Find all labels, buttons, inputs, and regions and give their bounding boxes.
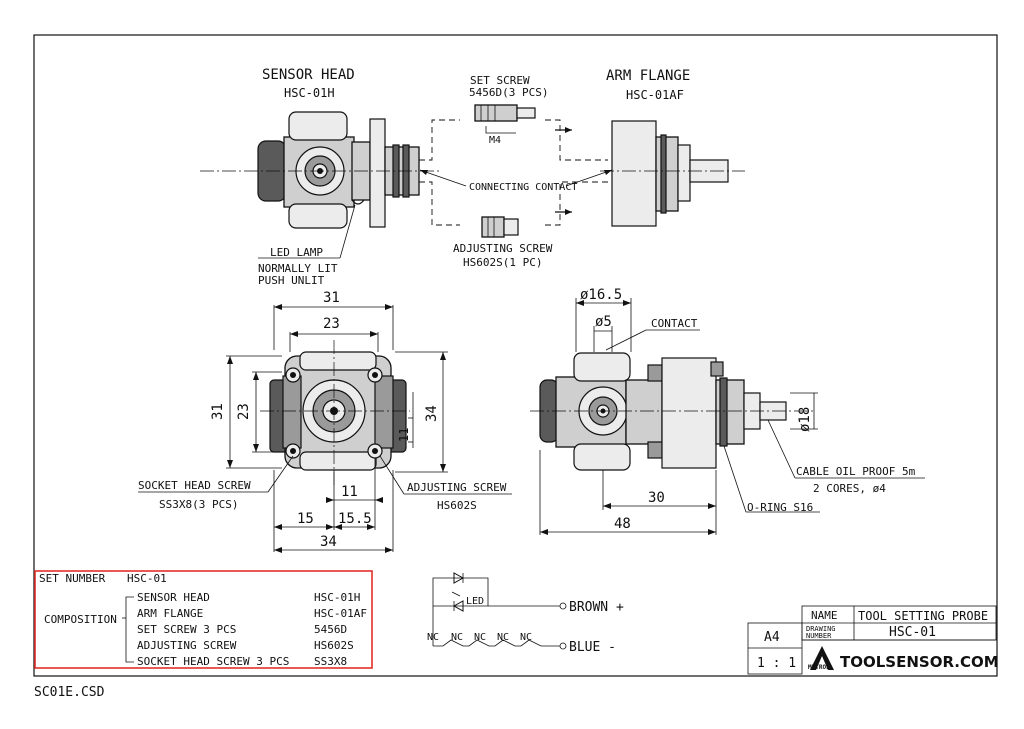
paper-size: A4	[764, 630, 780, 645]
adjusting-screw-spec: HS602S(1 PC)	[463, 256, 542, 269]
dim-30: 30	[648, 490, 665, 506]
dim-height-outer: 31	[210, 403, 226, 420]
side-view: ø16.5 ø5 CONTACT ø18 CABLE OIL PROOF 5m …	[530, 287, 925, 535]
led-label: LED	[466, 596, 484, 607]
composition-label: COMPOSITION	[44, 613, 117, 626]
drawing-number-value: HSC-01	[889, 625, 936, 640]
connecting-contact-label: CONNECTING CONTACT	[469, 182, 577, 193]
drawing-border	[33, 34, 998, 677]
dim-bottom-15-5: 15.5	[338, 511, 372, 527]
brown-label: BROWN +	[569, 600, 624, 615]
adjusting-screw-label: ADJUSTING SCREW	[453, 242, 553, 255]
name-label: NAME	[811, 609, 838, 622]
drawing-number-label-2: NUMBER	[806, 632, 832, 640]
arm-flange-drawing	[600, 120, 745, 227]
composition-item-code: HSC-01AF	[314, 607, 367, 620]
set-number-value: HSC-01	[127, 572, 167, 585]
set-table-frame	[34, 570, 373, 669]
drawing-number-label-1: DRAWING	[806, 625, 836, 633]
nc-label: NC	[451, 632, 463, 643]
file-name: SC01E.CSD	[34, 685, 105, 700]
dim-bottom-11: 11	[341, 484, 358, 500]
set-table: SET NUMBER HSC-01 COMPOSITION SENSOR HEA…	[34, 570, 373, 669]
website-text: TOOLSENSOR.COM	[840, 653, 999, 671]
set-screw-drawing	[474, 104, 536, 122]
socket-head-screw-spec: SS3X8(3 PCS)	[159, 498, 238, 511]
led-lamp-label: LED LAMP	[270, 246, 323, 259]
nc-label: NC	[497, 632, 509, 643]
circuit-diagram: LED BROWN + NC NC NC NC NC BLUE -	[427, 572, 624, 655]
contact-label: CONTACT	[651, 317, 698, 330]
set-screw-label: SET SCREW	[470, 74, 530, 87]
metrol-logo: METROL	[808, 646, 834, 671]
composition-item-name: SENSOR HEAD	[137, 591, 210, 604]
blue-label: BLUE -	[569, 640, 616, 655]
name-value: TOOL SETTING PROBE	[858, 609, 988, 623]
sensor-head-model: HSC-01H	[284, 86, 335, 100]
nc-label: NC	[520, 632, 532, 643]
set-number-label: SET NUMBER	[39, 572, 106, 585]
dim-dia-18: ø18	[797, 407, 813, 432]
scale: 1 : 1	[757, 656, 796, 671]
composition-item-name: ADJUSTING SCREW	[137, 639, 237, 652]
m4-label: M4	[489, 135, 501, 146]
front-view: 31 23 31 23 34 11	[138, 290, 512, 553]
dim-dia-16-5: ø16.5	[580, 287, 622, 303]
cable-label: CABLE OIL PROOF 5m	[796, 465, 916, 478]
dim-bottom-15: 15	[297, 511, 314, 527]
composition-item-code: HS602S	[314, 639, 354, 652]
oring-label: O-RING S16	[747, 501, 813, 514]
dim-width-inner: 23	[323, 316, 340, 332]
adjusting-screw-front-spec: HS602S	[437, 499, 477, 512]
composition-item-name: ARM FLANGE	[137, 607, 203, 620]
composition-item-code: SS3X8	[314, 655, 347, 668]
dim-48: 48	[614, 516, 631, 532]
dim-height-right: 34	[424, 405, 440, 422]
composition-item-code: HSC-01H	[314, 591, 360, 604]
sensor-head-title: SENSOR HEAD	[262, 67, 355, 83]
top-view: SENSOR HEAD HSC-01H ARM FLANGE HSC-01AF	[200, 67, 745, 287]
arm-flange-title: ARM FLANGE	[606, 68, 690, 84]
led-lamp-line1: NORMALLY LIT	[258, 262, 338, 275]
nc-label: NC	[427, 632, 439, 643]
nc-label: NC	[474, 632, 486, 643]
svg-text:METROL: METROL	[808, 664, 830, 671]
adjusting-screw-front-label: ADJUSTING SCREW	[407, 481, 507, 494]
socket-head-screw-label: SOCKET HEAD SCREW	[138, 479, 251, 492]
title-block: NAME TOOL SETTING PROBE DRAWING NUMBER H…	[747, 605, 999, 675]
set-screw-spec: 5456D(3 PCS)	[469, 86, 548, 99]
composition-item-code: 5456D	[314, 623, 347, 636]
adjusting-screw-drawing	[481, 216, 519, 238]
sensor-head-drawing	[200, 111, 440, 229]
cable-spec: 2 CORES, ø4	[813, 482, 886, 495]
dim-bottom-34: 34	[320, 534, 337, 550]
led-lamp-line2: PUSH UNLIT	[258, 274, 325, 287]
dim-width-outer: 31	[323, 290, 340, 306]
dim-height-inner: 23	[236, 403, 252, 420]
composition-item-name: SET SCREW 3 PCS	[137, 623, 236, 636]
arm-flange-model: HSC-01AF	[626, 88, 684, 102]
composition-item-name: SOCKET HEAD SCREW 3 PCS	[137, 655, 289, 668]
dim-dia-5: ø5	[595, 314, 612, 330]
dim-side-11: 11	[397, 428, 411, 442]
